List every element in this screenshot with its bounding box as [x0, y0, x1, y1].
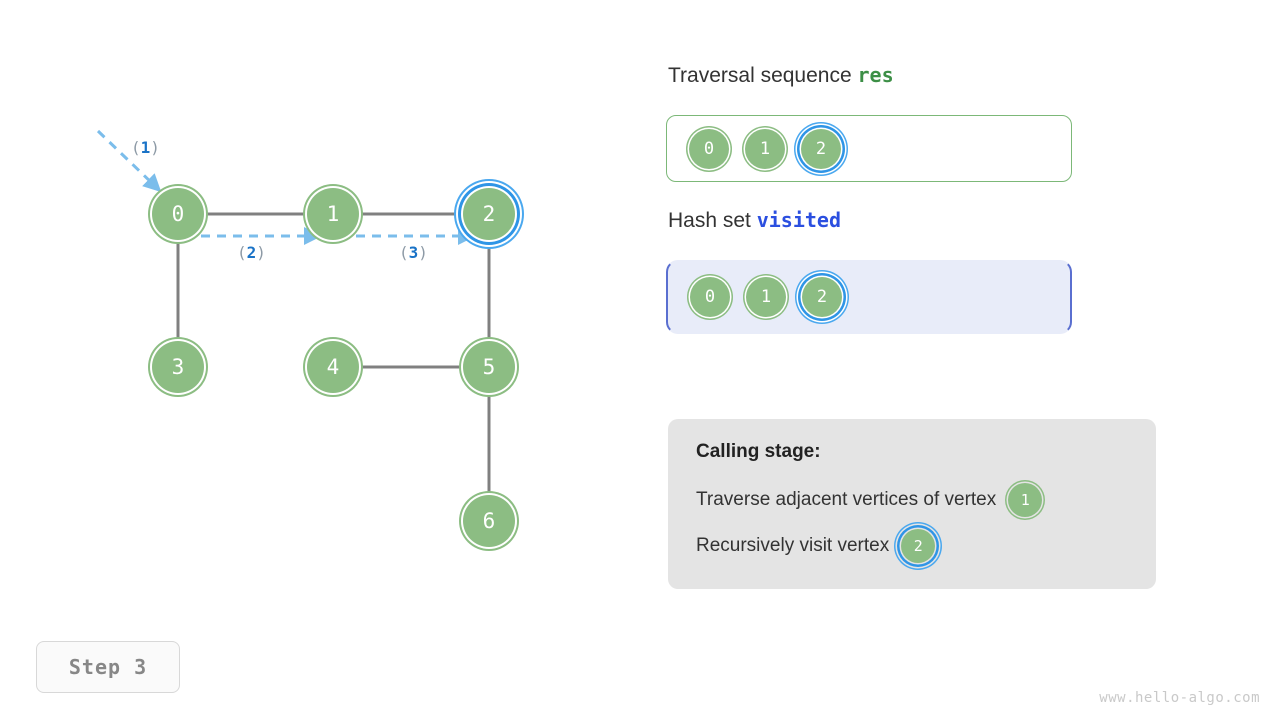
- calling-stage-row-0: Traverse adjacent vertices of vertex 1: [696, 483, 1156, 517]
- step-badge: Step 3: [36, 641, 180, 693]
- calling-stage-row-vertex-1: 2: [901, 529, 936, 563]
- graph-node-2[interactable]: 2: [463, 188, 515, 240]
- visited-chip-1: 1: [746, 277, 786, 317]
- graph-node-0[interactable]: 0: [152, 188, 204, 240]
- res-chip-0: 0: [689, 128, 729, 169]
- watermark: www.hello-algo.com: [1099, 690, 1260, 706]
- calling-stage-row-text-0: Traverse adjacent vertices of vertex: [696, 489, 997, 510]
- visited-chip-2: 2: [802, 277, 842, 317]
- graph-node-6[interactable]: 6: [463, 495, 515, 547]
- calling-stage-row-text-1: Recursively visit vertex: [696, 535, 890, 556]
- traversal-order-label-1: (1): [131, 138, 160, 157]
- traversal-order-label-3: (3): [399, 243, 428, 262]
- graph-node-3[interactable]: 3: [152, 341, 204, 393]
- res-title-text: Traversal sequence: [668, 64, 858, 87]
- traversal-arrow-layer: [96, 129, 476, 245]
- res-code-label: res: [857, 63, 894, 87]
- calling-stage-row-vertex-0: 1: [1008, 483, 1043, 517]
- traversal-order-label-2: (2): [237, 243, 266, 262]
- res-title: Traversal sequence res: [668, 63, 894, 88]
- graph-node-4[interactable]: 4: [307, 341, 359, 393]
- res-chip-2: 2: [801, 128, 841, 169]
- res-chip-1: 1: [745, 128, 785, 169]
- visited-title-text: Hash set: [668, 209, 757, 232]
- graph-node-1[interactable]: 1: [307, 188, 359, 240]
- calling-stage-row-1: Recursively visit vertex 2: [696, 529, 1156, 563]
- visited-code-label: visited: [756, 208, 842, 232]
- calling-stage-box: Calling stage: Traverse adjacent vertice…: [668, 419, 1156, 589]
- visited-title: Hash set visited: [668, 208, 841, 233]
- graph-panel: 0 1 2 3 4 5 6 (1) (2) (3) Step 3: [36, 129, 515, 693]
- arrow-1: [96, 129, 162, 193]
- visited-chip-0: 0: [690, 277, 730, 317]
- graph-node-5[interactable]: 5: [463, 341, 515, 393]
- calling-stage-title: Calling stage:: [696, 441, 821, 462]
